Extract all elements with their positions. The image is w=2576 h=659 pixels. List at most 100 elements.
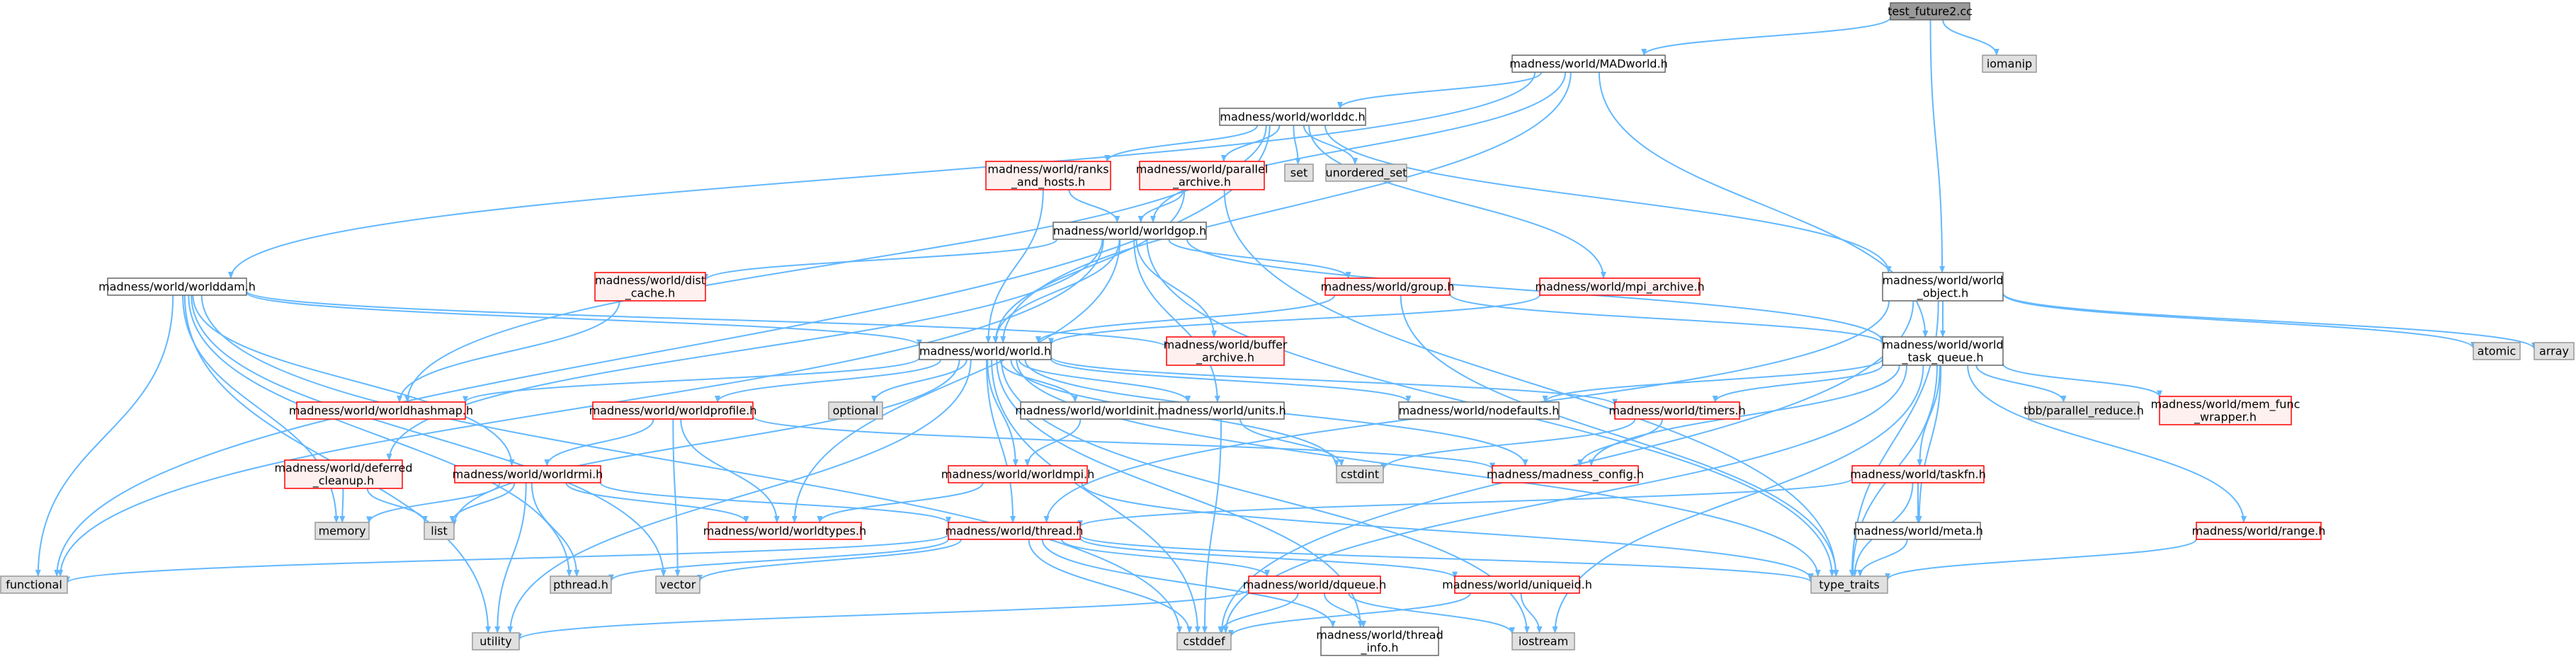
node-thread_info[interactable]: madness/world/thread_info.h — [1316, 626, 1443, 656]
node-type_traits[interactable]: type_traits — [1810, 575, 1888, 594]
node-iomanip[interactable]: iomanip — [1982, 55, 2037, 73]
node-utility[interactable]: utility — [472, 632, 520, 651]
node-taskfn[interactable]: madness/world/taskfn.h — [1850, 465, 1986, 483]
edge-profile-to-worldtypes — [680, 418, 780, 523]
node-mem_func-box — [2159, 396, 2292, 425]
node-thread[interactable]: madness/world/thread.h — [946, 522, 1084, 540]
node-mem_func[interactable]: madness/world/mem_func_wrapper.h — [2151, 396, 2300, 425]
node-parallel[interactable]: madness/world/parallel_archive.h — [1136, 161, 1269, 190]
node-set[interactable]: set — [1284, 164, 1314, 182]
node-thread_info-label-0: madness/world/thread — [1316, 629, 1443, 642]
node-set-box — [1284, 164, 1314, 182]
node-timers-label-0: madness/world/timers.h — [1608, 404, 1745, 418]
node-deferred[interactable]: madness/world/deferred_cleanup.h — [274, 459, 413, 489]
edge-worlddc-to-functional — [54, 125, 1271, 577]
node-parallel-label-0: madness/world/parallel — [1136, 163, 1269, 176]
edge-world_object-to-array — [2002, 292, 2537, 350]
node-type_traits-label-0: type_traits — [1819, 578, 1879, 592]
node-units[interactable]: madness/world/units.h — [1157, 401, 1286, 420]
node-utility-box — [472, 632, 520, 651]
node-memory[interactable]: memory — [314, 522, 370, 540]
node-functional[interactable]: functional — [0, 575, 68, 594]
edge-world-to-optional — [871, 359, 968, 403]
edge-worlddc-to-parallel — [1220, 125, 1281, 162]
node-functional-box — [0, 575, 68, 594]
node-iostream[interactable]: iostream — [1511, 632, 1575, 651]
node-cstddef-label-0: cstddef — [1183, 635, 1225, 648]
node-worldrmi[interactable]: madness/world/worldrmi.h — [453, 465, 603, 483]
node-vector[interactable]: vector — [655, 575, 700, 594]
node-iostream-label-0: iostream — [1519, 635, 1568, 648]
node-atomic[interactable]: atomic — [2473, 342, 2521, 360]
node-meta[interactable]: madness/world/meta.h — [1853, 522, 1983, 540]
node-taskfn-label-0: madness/world/taskfn.h — [1850, 468, 1986, 481]
node-pthread[interactable]: pthread.h — [550, 575, 612, 594]
node-optional[interactable]: optional — [828, 401, 883, 420]
node-profile[interactable]: madness/world/worldprofile.h — [589, 401, 757, 420]
node-range[interactable]: madness/world/range.h — [2192, 522, 2326, 540]
node-unordered_set-box — [1325, 164, 1407, 182]
node-root[interactable]: test_future2.cc — [1888, 2, 1973, 21]
edge-worlddc-to-mpi_archive — [1308, 125, 1606, 279]
node-dqueue[interactable]: madness/world/dqueue.h — [1243, 575, 1387, 594]
node-list-box — [424, 522, 455, 540]
node-dist_cache[interactable]: madness/world/dist_cache.h — [594, 272, 706, 302]
edge-units-to-cstdint — [1239, 418, 1344, 466]
node-tbb[interactable]: tbb/parallel_reduce.h — [2024, 401, 2144, 420]
node-worldrmi-label-0: madness/world/worldrmi.h — [453, 468, 603, 481]
edge-thread-to-functional — [64, 534, 949, 584]
edge-parallel-to-type_traits — [1223, 189, 1839, 577]
node-timers[interactable]: madness/world/timers.h — [1608, 401, 1746, 420]
node-worldmpi[interactable]: madness/world/worldmpi.h — [941, 465, 1095, 483]
node-config[interactable]: madness/madness_config.h — [1487, 465, 1644, 483]
node-worlddc[interactable]: madness/world/worlddc.h — [1219, 108, 1366, 126]
edge-dist_cache-to-hashmap — [397, 300, 620, 403]
node-uniqueid[interactable]: madness/world/uniqueid.h — [1442, 575, 1592, 594]
edge-ranks-to-world — [985, 189, 1044, 343]
node-worldinit-box — [1020, 401, 1160, 420]
node-cstddef[interactable]: cstddef — [1176, 632, 1232, 651]
node-worldtypes[interactable]: madness/world/worldtypes.h — [703, 522, 866, 540]
edge-worldrmi-to-pthread — [530, 482, 580, 577]
node-tbb-label-0: tbb/parallel_reduce.h — [2024, 404, 2144, 418]
node-list[interactable]: list — [424, 522, 455, 540]
node-parallel-box — [1139, 161, 1265, 190]
edge-worldrmi-to-thread — [600, 482, 951, 525]
edge-parallel-to-world — [992, 189, 1186, 343]
edge-world-to-hashmap — [463, 357, 920, 403]
node-nodefaults[interactable]: madness/world/nodefaults.h — [1398, 401, 1560, 420]
node-group[interactable]: madness/world/group.h — [1321, 277, 1455, 296]
node-ranks[interactable]: madness/world/ranks_and_hosts.h — [985, 161, 1111, 190]
node-type_traits-box — [1810, 575, 1888, 594]
node-worldgop[interactable]: madness/world/worldgop.h — [1052, 222, 1207, 240]
edge-thread-to-pthread — [608, 539, 949, 582]
node-meta-box — [1855, 522, 1981, 540]
node-hashmap[interactable]: madness/world/worldhashmap.h — [289, 401, 473, 420]
edge-range-to-type_traits — [1885, 539, 2197, 580]
node-worldinit[interactable]: madness/world/worldinit.h — [1015, 401, 1165, 420]
node-madworld-label-0: madness/world/MADworld.h — [1509, 57, 1667, 71]
node-mpi_archive[interactable]: madness/world/mpi_archive.h — [1535, 277, 1705, 296]
node-madworld[interactable]: madness/world/MADworld.h — [1509, 55, 1668, 73]
node-deferred-label-0: madness/world/deferred — [274, 462, 412, 475]
edge-madworld-to-worlddam — [228, 71, 1536, 279]
node-task_queue[interactable]: madness/world/world_task_queue.h — [1882, 336, 2004, 366]
edge-worldgop-to-group — [1168, 239, 1351, 279]
node-worldgop-label-0: madness/world/worldgop.h — [1053, 224, 1206, 238]
edge-worlddc-to-set — [1293, 125, 1301, 165]
node-optional-label-0: optional — [833, 404, 879, 418]
node-array[interactable]: array — [2534, 342, 2575, 360]
node-unordered_set[interactable]: unordered_set — [1325, 164, 1407, 182]
node-worldmpi-box — [948, 465, 1088, 483]
node-cstdint[interactable]: cstdint — [1336, 465, 1384, 483]
node-world-label-0: madness/world/world.h — [919, 345, 1051, 358]
node-optional-box — [828, 401, 883, 420]
node-world_object[interactable]: madness/world/world_object.h — [1882, 272, 2004, 302]
edge-task_queue-to-mem_func — [2002, 363, 2162, 398]
node-buffer[interactable]: madness/world/buffer_archive.h — [1164, 336, 1288, 366]
node-world[interactable]: madness/world/world.h — [919, 342, 1052, 360]
node-worlddam[interactable]: madness/world/worlddam.h — [98, 277, 256, 296]
node-units-box — [1159, 401, 1285, 420]
node-taskfn-box — [1851, 465, 1985, 483]
node-config-label-0: madness/madness_config.h — [1487, 468, 1644, 482]
